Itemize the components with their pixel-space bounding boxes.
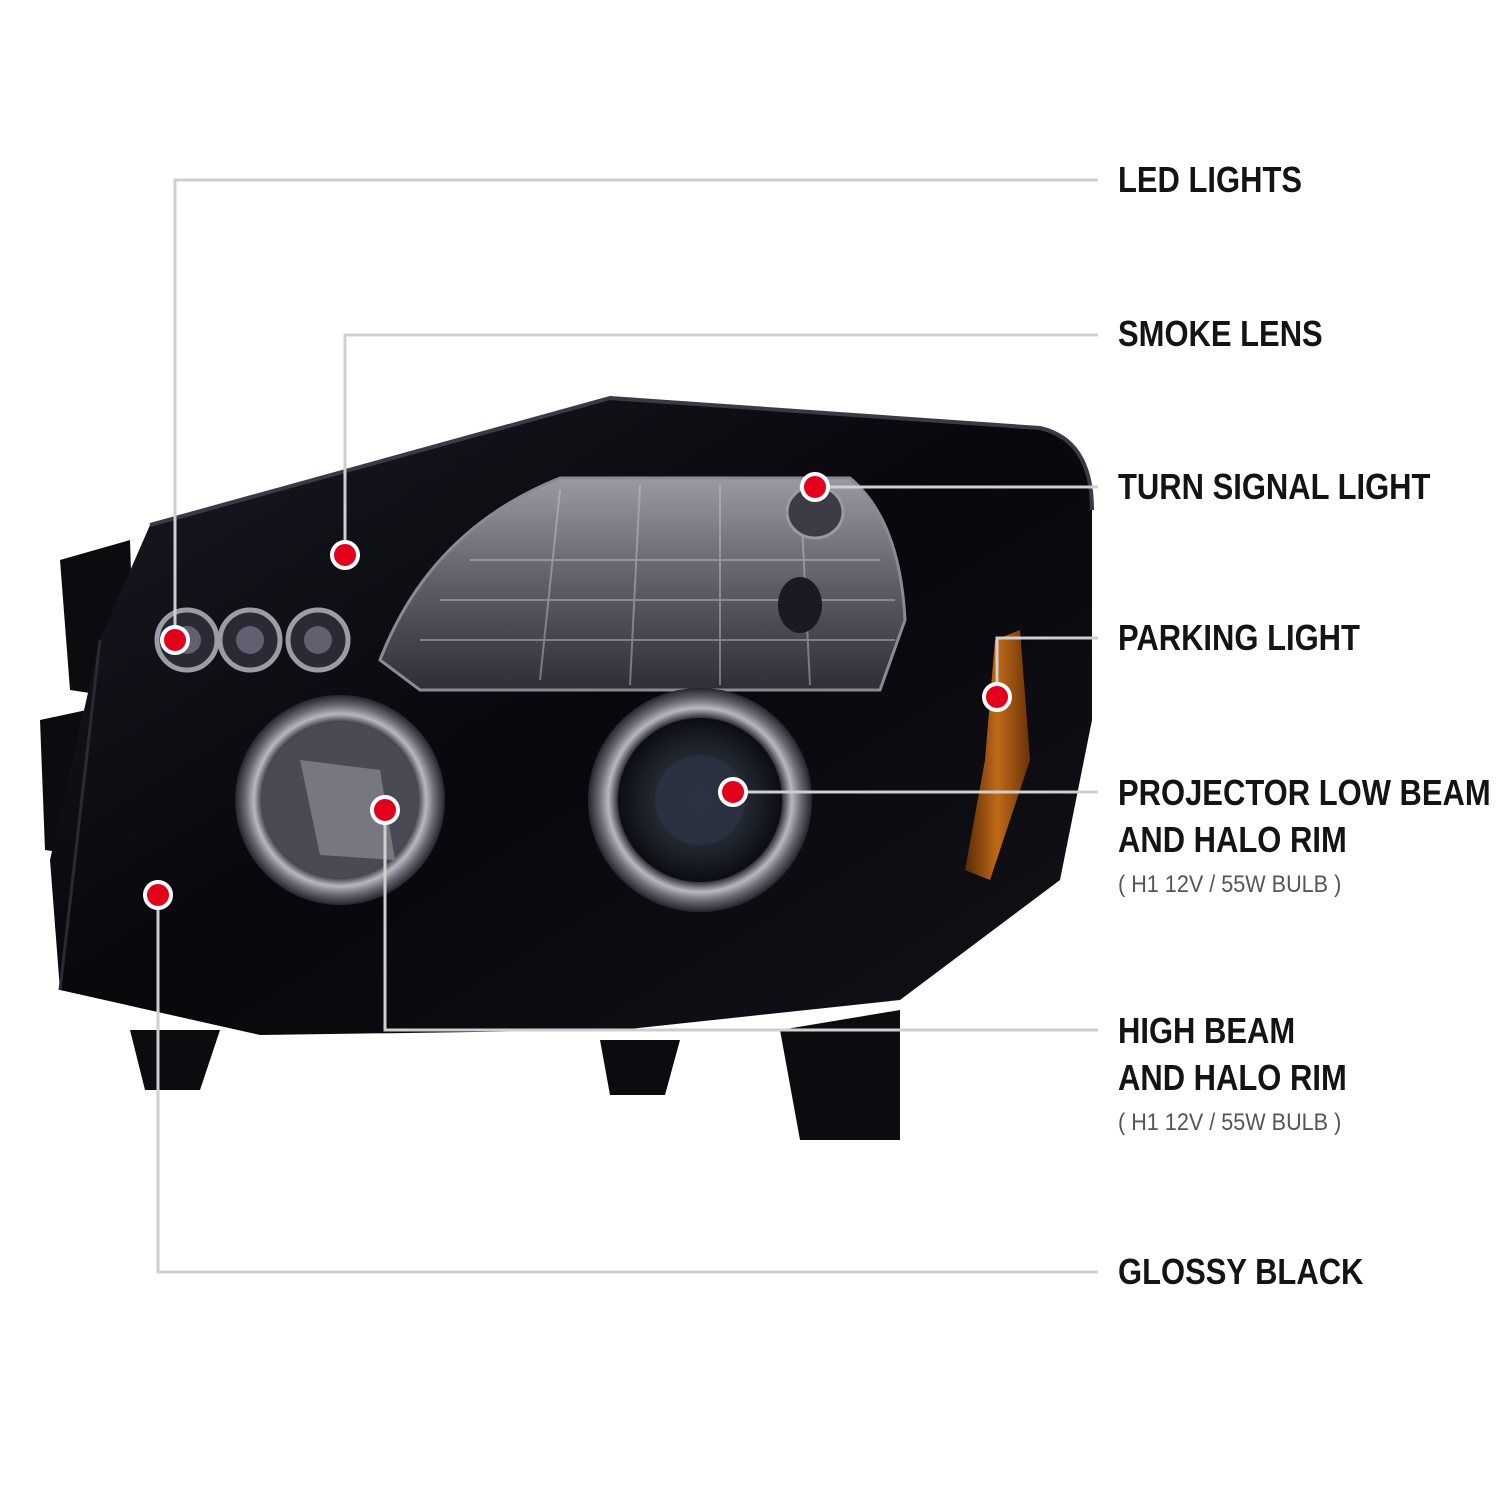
label-high-beam-line1: HIGH BEAM	[1118, 1010, 1296, 1051]
label-turn-signal: TURN SIGNAL LIGHT	[1118, 466, 1431, 507]
high-beam-assembly	[235, 695, 445, 905]
label-projector-spec: ( H1 12V / 55W BULB )	[1118, 871, 1342, 898]
turn-signal-reflector	[378, 476, 907, 692]
label-parking-light: PARKING LIGHT	[1118, 617, 1360, 658]
projector-assembly	[588, 688, 812, 912]
label-glossy-black: GLOSSY BLACK	[1118, 1251, 1364, 1292]
label-high-beam-line2: AND HALO RIM	[1118, 1057, 1347, 1098]
label-projector-line1: PROJECTOR LOW BEAM	[1118, 772, 1491, 813]
label-led-lights: LED LIGHTS	[1118, 159, 1303, 200]
label-projector-line2: AND HALO RIM	[1118, 819, 1347, 860]
parking-light-amber	[965, 630, 1030, 880]
callout-markers	[143, 472, 1012, 910]
label-smoke-lens: SMOKE LENS	[1118, 313, 1323, 354]
leader-lines	[156, 178, 1098, 1274]
label-high-beam-spec: ( H1 12V / 55W BULB )	[1118, 1109, 1342, 1136]
